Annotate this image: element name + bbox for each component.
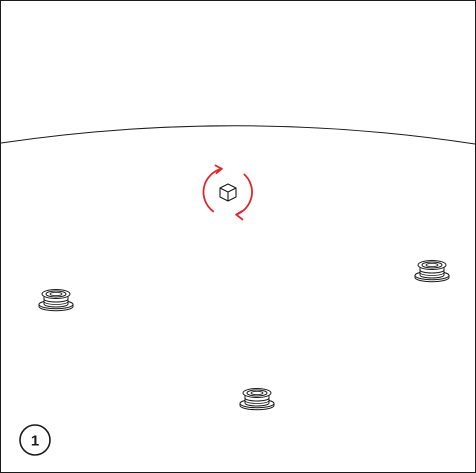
cube-icon [220, 184, 236, 201]
leveling-foot-icon [415, 261, 449, 282]
surface-edge-line [1, 126, 475, 144]
leveling-foot-icon [39, 290, 73, 311]
step-number: 1 [31, 433, 39, 450]
leveling-foot-icon [240, 389, 274, 410]
step-number-badge: 1 [20, 425, 50, 455]
